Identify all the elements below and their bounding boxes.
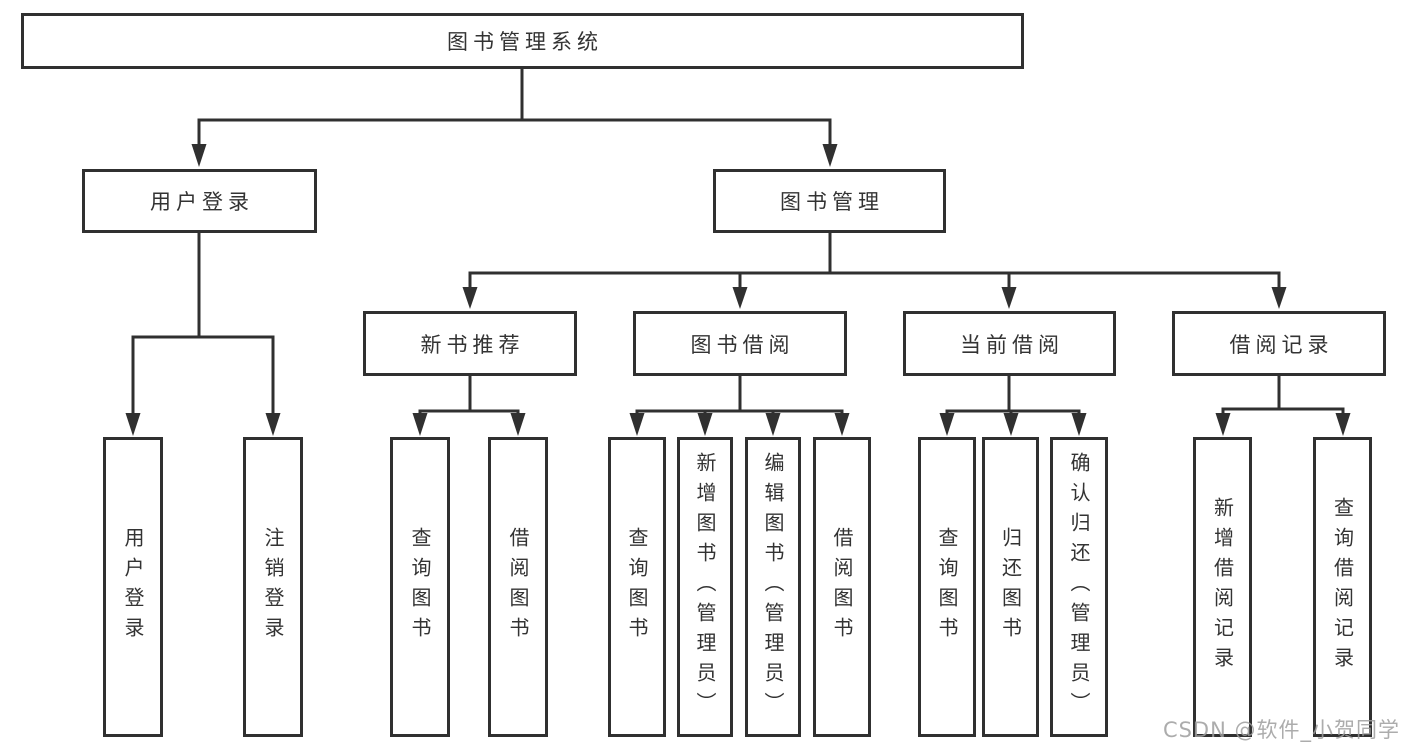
connector-new-book-recommend-children xyxy=(412,376,526,436)
node-library-system: 图书管理系统 xyxy=(21,13,1024,69)
node-leaf-add-books-admin-label: 新增图书（管理员） xyxy=(693,452,717,722)
node-library-system-label: 图书管理系统 xyxy=(447,30,603,54)
node-new-book-recommend: 新书推荐 xyxy=(363,311,577,376)
node-leaf-confirm-return-admin: 确认归还（管理员） xyxy=(1050,437,1108,737)
node-book-management-label: 图书管理 xyxy=(780,190,884,214)
node-leaf-user-login-label: 用户登录 xyxy=(121,527,145,647)
node-book-borrowing: 图书借阅 xyxy=(633,311,847,376)
connector-borrowing-records-children xyxy=(1215,376,1351,436)
node-user-login-label: 用户登录 xyxy=(150,190,254,214)
node-leaf-query-books-borrowing-label: 查询图书 xyxy=(625,527,649,647)
connector-root-to-level1 xyxy=(191,69,838,167)
node-leaf-add-borrow-record: 新增借阅记录 xyxy=(1193,437,1252,737)
node-leaf-logout-login: 注销登录 xyxy=(243,437,303,737)
connector-current-borrowing-children xyxy=(939,376,1087,436)
connector-user-login-children xyxy=(125,233,281,436)
connector-book-management-children xyxy=(462,233,1287,309)
node-leaf-borrow-books-borrowing: 借阅图书 xyxy=(813,437,871,737)
node-leaf-edit-books-admin: 编辑图书（管理员） xyxy=(745,437,801,737)
node-leaf-borrow-books-recommend-label: 借阅图书 xyxy=(506,527,530,647)
node-leaf-borrow-books-recommend: 借阅图书 xyxy=(488,437,548,737)
node-leaf-return-books-label: 归还图书 xyxy=(998,527,1023,647)
node-leaf-add-books-admin: 新增图书（管理员） xyxy=(677,437,733,737)
node-leaf-query-books-current: 查询图书 xyxy=(918,437,976,737)
node-new-book-recommend-label: 新书推荐 xyxy=(420,332,525,357)
node-leaf-query-books-recommend: 查询图书 xyxy=(390,437,450,737)
node-leaf-edit-books-admin-label: 编辑图书（管理员） xyxy=(761,452,785,722)
node-leaf-add-borrow-record-label: 新增借阅记录 xyxy=(1210,497,1235,677)
node-leaf-user-login: 用户登录 xyxy=(103,437,163,737)
node-borrowing-records-label: 借阅记录 xyxy=(1229,332,1334,357)
node-borrowing-records: 借阅记录 xyxy=(1172,311,1386,376)
node-leaf-return-books: 归还图书 xyxy=(982,437,1039,737)
node-leaf-query-borrow-record-label: 查询借阅记录 xyxy=(1330,497,1355,677)
node-user-login: 用户登录 xyxy=(82,169,317,233)
node-book-borrowing-label: 图书借阅 xyxy=(690,332,795,357)
node-leaf-query-borrow-record: 查询借阅记录 xyxy=(1313,437,1372,737)
node-leaf-logout-login-label: 注销登录 xyxy=(261,527,285,647)
node-leaf-query-books-recommend-label: 查询图书 xyxy=(408,527,432,647)
node-leaf-query-books-current-label: 查询图书 xyxy=(935,527,959,647)
node-current-borrowing: 当前借阅 xyxy=(903,311,1116,376)
connector-book-borrowing-children xyxy=(629,376,850,436)
node-leaf-query-books-borrowing: 查询图书 xyxy=(608,437,666,737)
node-leaf-borrow-books-borrowing-label: 借阅图书 xyxy=(830,527,854,647)
node-book-management: 图书管理 xyxy=(713,169,946,233)
node-current-borrowing-label: 当前借阅 xyxy=(960,332,1064,357)
node-leaf-confirm-return-admin-label: 确认归还（管理员） xyxy=(1067,452,1091,722)
